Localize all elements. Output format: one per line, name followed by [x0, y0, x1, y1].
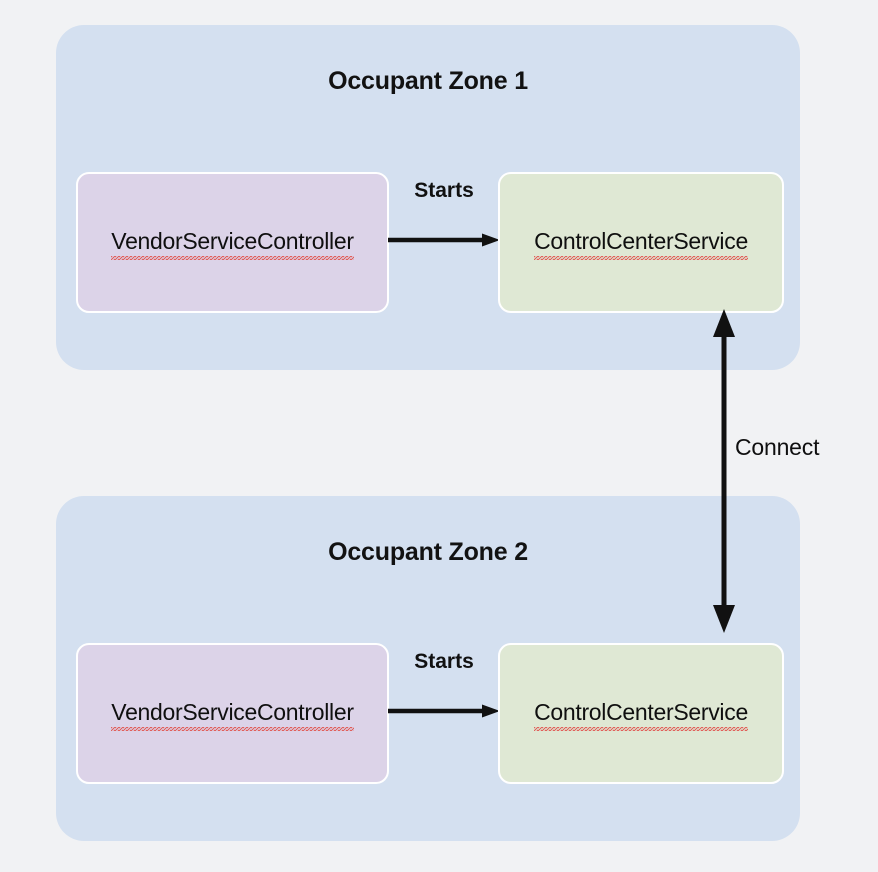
node-label-control-2: ControlCenterService — [534, 699, 748, 731]
edge-label-starts-1: Starts — [414, 179, 474, 202]
zone-title-1: Occupant Zone 1 — [328, 67, 528, 95]
edge-label-starts-2: Starts — [414, 650, 474, 673]
zone-container-2[interactable]: Occupant Zone 2 VendorServiceController … — [56, 496, 800, 841]
node-vendor-service-controller-1[interactable]: VendorServiceController — [76, 172, 389, 313]
node-label-vendor-1: VendorServiceController — [111, 228, 355, 260]
node-label-vendor-2: VendorServiceController — [111, 699, 355, 731]
node-vendor-service-controller-2[interactable]: VendorServiceController — [76, 643, 389, 784]
zone-container-1[interactable]: Occupant Zone 1 VendorServiceController … — [56, 25, 800, 370]
edge-label-connect: Connect — [735, 434, 820, 460]
edge-arrow-starts-2 — [388, 704, 500, 718]
edge-arrow-connect — [713, 309, 735, 633]
node-control-center-service-2[interactable]: ControlCenterService — [498, 643, 784, 784]
node-label-control-1: ControlCenterService — [534, 228, 748, 260]
edge-arrow-starts-1 — [388, 233, 500, 247]
node-control-center-service-1[interactable]: ControlCenterService — [498, 172, 784, 313]
zone-title-2: Occupant Zone 2 — [328, 538, 528, 566]
